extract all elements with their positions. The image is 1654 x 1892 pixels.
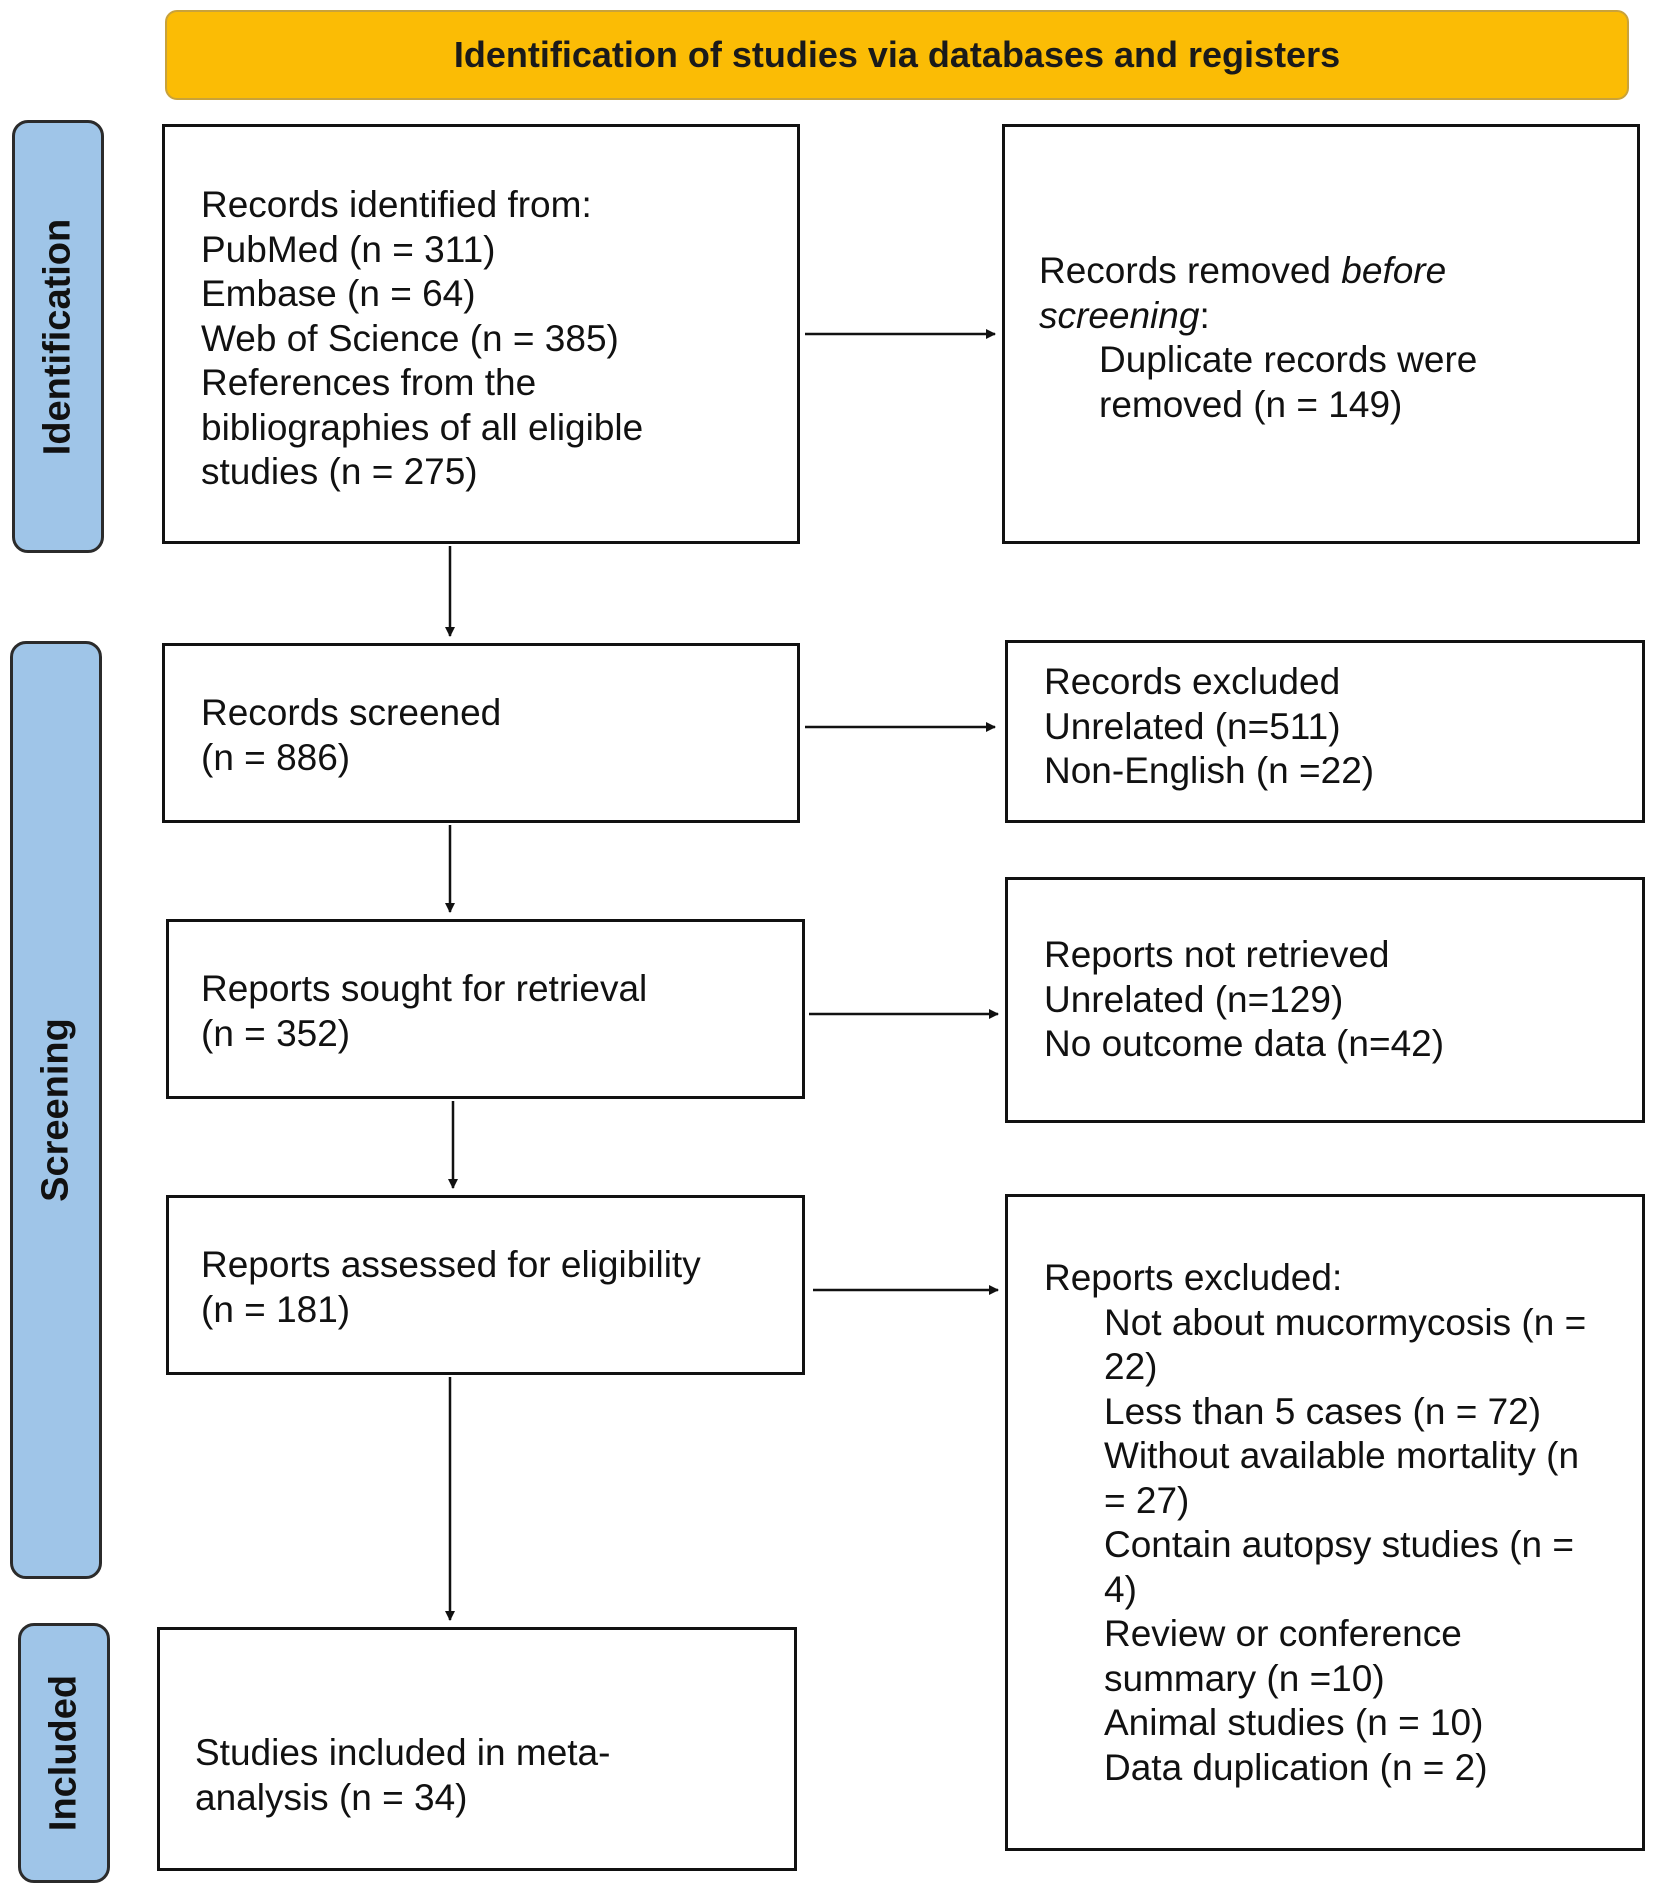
records-identified-line: PubMed (n = 311) [201, 228, 496, 270]
records-screened-box: Records screened (n = 886) [162, 643, 800, 823]
header-banner: Identification of studies via databases … [165, 10, 1629, 100]
reports-assessed-box: Reports assessed for eligibility (n = 18… [166, 1195, 805, 1375]
reports-excluded-line: = 27) [1104, 1479, 1190, 1521]
records-identified-line: Web of Science (n = 385) [201, 317, 619, 359]
reports-excluded-line: Review or conference [1104, 1613, 1462, 1654]
studies-included-line: analysis (n = 34) [195, 1776, 468, 1818]
reports-sought-line: (n = 352) [201, 1012, 351, 1054]
reports-excluded-line: 4) [1104, 1568, 1137, 1610]
records-identified-line: bibliographies of all eligible [201, 406, 644, 448]
reports-excluded-line: summary (n =10) [1104, 1657, 1385, 1699]
records-removed-lead: Records removed before [1039, 250, 1447, 291]
reports-excluded-line: Data duplication (n = 2) [1104, 1746, 1488, 1788]
reports-not-retrieved-line: Reports not retrieved [1044, 934, 1390, 975]
reports-excluded-line: Contain autopsy studies (n = [1104, 1524, 1574, 1565]
records-removed-lead-2: screening: [1039, 294, 1210, 336]
records-excluded-box: Records excluded Unrelated (n=511) Non-E… [1005, 640, 1645, 823]
reports-not-retrieved-line: Unrelated (n=129) [1044, 978, 1344, 1020]
reports-not-retrieved-box: Reports not retrieved Unrelated (n=129) … [1005, 877, 1645, 1123]
phase-included-label: Included [42, 1674, 85, 1832]
records-screened-line: (n = 886) [201, 736, 351, 778]
phase-identification-label: Identification [36, 218, 79, 455]
records-identified-line: Embase (n = 64) [201, 273, 476, 314]
reports-excluded-title: Reports excluded: [1044, 1257, 1343, 1298]
reports-sought-box: Reports sought for retrieval (n = 352) [166, 919, 805, 1099]
phase-identification: Identification [12, 120, 104, 553]
records-identified-line: References from the [201, 362, 537, 403]
reports-excluded-line: 22) [1104, 1346, 1158, 1387]
records-removed-box: Records removed before screening: Duplic… [1002, 124, 1640, 544]
phase-included: Included [18, 1623, 110, 1883]
records-excluded-line: Non-English (n =22) [1044, 750, 1375, 791]
records-identified-line: Records identified from: [201, 184, 592, 225]
header-title: Identification of studies via databases … [453, 34, 1341, 75]
records-identified-line: studies (n = 275) [201, 451, 478, 492]
reports-excluded-line: Without available mortality (n [1104, 1435, 1580, 1476]
reports-excluded-box: Reports excluded: Not about mucormycosis… [1005, 1194, 1645, 1851]
reports-assessed-line: (n = 181) [201, 1288, 351, 1330]
reports-excluded-line: Not about mucormycosis (n = [1104, 1301, 1587, 1343]
records-removed-line: Duplicate records were [1099, 339, 1478, 380]
records-removed-line: removed (n = 149) [1099, 383, 1403, 425]
reports-not-retrieved-line: No outcome data (n=42) [1044, 1023, 1445, 1064]
records-excluded-line: Unrelated (n=511) [1044, 705, 1341, 747]
phase-screening-label: Screening [34, 1018, 77, 1202]
studies-included-line: Studies included in meta- [195, 1732, 611, 1773]
records-identified-box: Records identified from: PubMed (n = 311… [162, 124, 800, 544]
records-screened-line: Records screened [201, 692, 502, 733]
reports-assessed-line: Reports assessed for eligibility [201, 1244, 701, 1285]
phase-screening: Screening [10, 641, 102, 1579]
reports-sought-line: Reports sought for retrieval [201, 968, 648, 1009]
reports-excluded-line: Less than 5 cases (n = 72) [1104, 1390, 1542, 1432]
reports-excluded-line: Animal studies (n = 10) [1104, 1702, 1484, 1743]
records-excluded-line: Records excluded [1044, 661, 1341, 702]
studies-included-box: Studies included in meta- analysis (n = … [157, 1627, 797, 1871]
